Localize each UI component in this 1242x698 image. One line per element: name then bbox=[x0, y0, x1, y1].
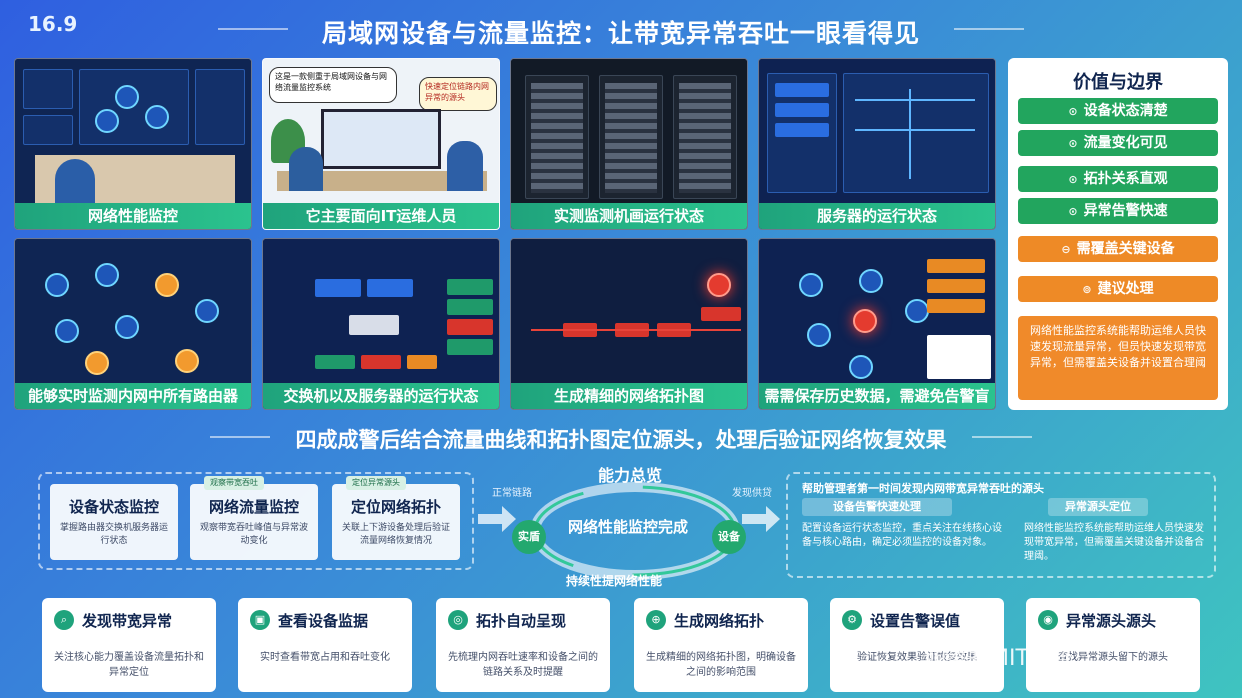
page-title: 局域网设备与流量监控：让带宽异常吞吐一眼看得见 bbox=[321, 19, 920, 48]
gear-icon: ⚙ bbox=[842, 610, 862, 630]
flow-item-device-status: 设备状态监控 掌握路由器交换机服务器运行状态 bbox=[50, 484, 178, 560]
capability-title: 能力总览 bbox=[597, 466, 662, 485]
speech-bubble-left: 这是一款侧重于局域网设备与网络流量监控系统 bbox=[269, 67, 397, 103]
capability-bottom-label: 持续性提网络性能 bbox=[566, 574, 663, 588]
speech-bubble-right: 快速定位链路内网异常的源头 bbox=[419, 77, 497, 111]
card-server-rack: 实测监测机画运行状态 bbox=[510, 58, 748, 230]
arrow-right-icon bbox=[478, 506, 516, 532]
side-item-topology: ⊙拓扑关系直观 bbox=[1018, 166, 1218, 192]
capability-right-node: 设备 bbox=[712, 520, 746, 554]
banner-divider-left bbox=[210, 436, 270, 438]
target-icon: ◉ bbox=[1038, 610, 1058, 630]
check-icon: ⊙ bbox=[1068, 205, 1078, 218]
side-item-traffic: ⊙流量变化可见 bbox=[1018, 130, 1218, 156]
management-title: 帮助管理者第一时间发现内网带宽异常吞吐的源头 bbox=[802, 482, 1044, 495]
title-divider-right bbox=[954, 28, 1024, 30]
card-caption: 需需保存历史数据，需避免告警盲区 bbox=[759, 383, 995, 409]
monitor-icon: ▣ bbox=[250, 610, 270, 630]
card-server-status: 服务器的运行状态 bbox=[758, 58, 996, 230]
bottom-card-device-data: ▣ 查看设备监据 实时查看带宽占用和吞吐变化 bbox=[238, 598, 412, 692]
capability-top-right: 发现供贷 bbox=[732, 488, 772, 499]
card-topology: 生成精细的网络拓扑图 bbox=[510, 238, 748, 410]
card-caption: 它主要面向IT运维人员 bbox=[263, 203, 499, 229]
bottom-card-bandwidth: ⌕ 发现带宽异常 关注核心能力覆盖设备流量拓扑和异常定位 bbox=[42, 598, 216, 692]
capability-center: 网络性能监控完成 bbox=[568, 518, 689, 536]
arrow-right-icon bbox=[742, 506, 780, 532]
flow-item-traffic: 观察带宽吞吐 网络流量监控 观察带宽吞吐峰值与异常波动变化 bbox=[190, 476, 318, 560]
card-switch-status: 交换机以及服务器的运行状态 bbox=[262, 238, 500, 410]
monitoring-flow: 设备状态监控 掌握路由器交换机服务器运行状态 观察带宽吞吐 网络流量监控 观察带… bbox=[38, 472, 474, 570]
capability-top-left: 正常链路 bbox=[492, 488, 532, 499]
version-badge: 16.9 bbox=[28, 12, 78, 36]
management-desc-left: 配置设备运行状态监控，重点关注在线核心设备与核心路由，确定必须监控的设备对象。 bbox=[802, 523, 1002, 548]
value-boundary-panel: 价值与边界 ⊙设备状态清楚 ⊙流量变化可见 ⊙拓扑关系直观 ⊙异常告警快速 ⊖需… bbox=[1008, 58, 1228, 410]
lock-icon: ⊖ bbox=[1061, 243, 1071, 256]
side-title: 价值与边界 bbox=[1073, 72, 1163, 93]
check-icon: ⊙ bbox=[1068, 173, 1078, 186]
pin-icon: ⊚ bbox=[1082, 283, 1092, 296]
card-caption: 服务器的运行状态 bbox=[759, 203, 995, 229]
topology-icon: ◎ bbox=[448, 610, 468, 630]
bottom-card-alert-threshold: ⚙ 设置告警误值 验证恢复效果验证恢复效果 bbox=[830, 598, 1004, 692]
card-history-data: 需需保存历史数据，需避免告警盲区 bbox=[758, 238, 996, 410]
card-network-monitor: 网络性能监控 bbox=[14, 58, 252, 230]
title-divider-left bbox=[218, 28, 288, 30]
side-item-suggestion: ⊚建议处理 bbox=[1018, 276, 1218, 302]
management-box: 帮助管理者第一时间发现内网带宽异常吞吐的源头 设备告警快速处理 异常源头定位 配… bbox=[786, 472, 1216, 578]
card-caption: 生成精细的网络拓扑图 bbox=[511, 383, 747, 409]
card-caption: 交换机以及服务器的运行状态 bbox=[263, 383, 499, 409]
network-icon: ⊕ bbox=[646, 610, 666, 630]
banner-divider-right bbox=[972, 436, 1032, 438]
card-caption: 能够实时监测内网中所有路由器 bbox=[15, 383, 251, 409]
management-sub-left: 设备告警快速处理 bbox=[802, 498, 952, 516]
card-it-ops: 这是一款侧重于局域网设备与网络流量监控系统 快速定位链路内网异常的源头 它主要面… bbox=[262, 58, 500, 230]
capability-left-node: 实盾 bbox=[512, 520, 546, 554]
management-desc-right: 网络性能监控系统能帮助运维人员快速发现带宽异常，但需覆盖关键设备并设备合理阈。 bbox=[1024, 523, 1204, 562]
check-icon: ⊙ bbox=[1068, 105, 1078, 118]
card-router-monitor: 能够实时监测内网中所有路由器 bbox=[14, 238, 252, 410]
card-caption: 网络性能监控 bbox=[15, 203, 251, 229]
side-item-alert: ⊙异常告警快速 bbox=[1018, 198, 1218, 224]
side-item-device-status: ⊙设备状态清楚 bbox=[1018, 98, 1218, 124]
bottom-card-anomaly-source: ◉ 异常源头源头 查找异常源头留下的源头 bbox=[1026, 598, 1200, 692]
search-icon: ⌕ bbox=[54, 610, 74, 630]
card-caption: 实测监测机画运行状态 bbox=[511, 203, 747, 229]
management-sub-right: 异常源头定位 bbox=[1048, 498, 1148, 516]
process-banner: 四成成警后结合流量曲线和拓扑图定位源头，处理后验证网络恢复效果 bbox=[295, 428, 947, 452]
flow-item-topology: 定位异常源头 定位网络拓扑 关联上下游设备处理后验证流量网络恢复情况 bbox=[332, 476, 460, 560]
check-icon: ⊙ bbox=[1068, 137, 1078, 150]
watermark: 洞察眼MIT系统 bbox=[924, 646, 1073, 671]
bottom-card-generate-topology: ⊕ 生成网络拓扑 生成精细的网络拓扑图，明确设备之间的影响范围 bbox=[634, 598, 808, 692]
side-item-cover-devices: ⊖需覆盖关键设备 bbox=[1018, 236, 1218, 262]
side-note: 网络性能监控系统能帮助运维人员快速发现流量异常，但员快速发现带宽异常，但需覆盖关… bbox=[1018, 316, 1218, 400]
bottom-card-topology-auto: ◎ 拓扑自动呈现 先梳理内网吞吐速率和设备之间的链路关系及时提醒 bbox=[436, 598, 610, 692]
